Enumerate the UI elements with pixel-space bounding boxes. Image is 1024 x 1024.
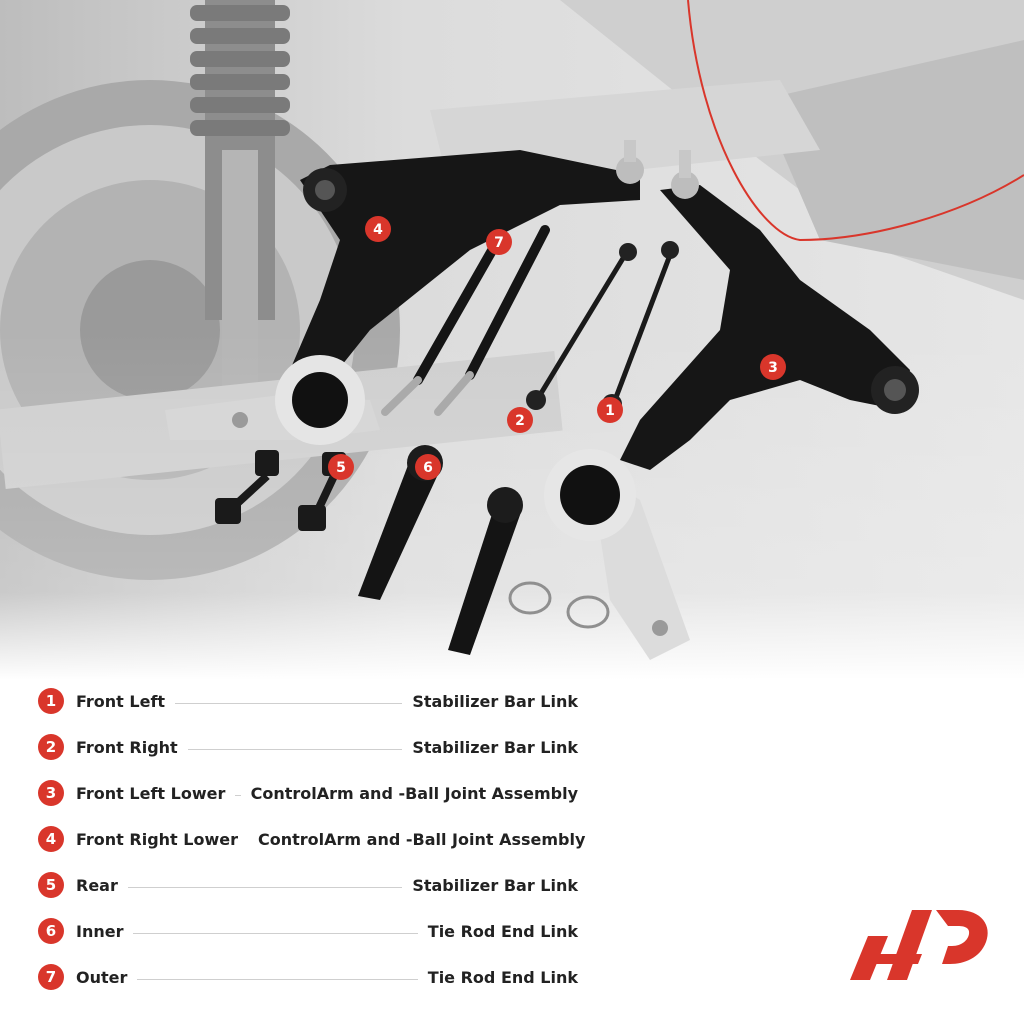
- callout-6: 6: [415, 454, 441, 480]
- legend-row-7: 7 Outer Tie Rod End Link: [38, 954, 578, 1000]
- tie-rods-outer: [413, 225, 550, 385]
- legend-part: ControlArm and -Ball Joint Assembly: [257, 829, 586, 849]
- tie-rod-threads: [381, 371, 474, 416]
- callout-number: 6: [423, 460, 433, 476]
- washers: [508, 581, 610, 629]
- callout-number: 2: [515, 413, 525, 429]
- brand-logo-icon: [850, 910, 988, 980]
- legend-row-4: 4 Front Right Lower ControlArm and -Ball…: [38, 816, 585, 862]
- legend-divider: [187, 748, 403, 750]
- legend-divider: [137, 978, 418, 980]
- legend-divider: [175, 702, 403, 704]
- legend-position: Rear: [76, 875, 118, 895]
- legend-number-badge: 1: [38, 688, 64, 714]
- control-arm-front-right-lower: [165, 140, 644, 445]
- callout-2: 2: [507, 407, 533, 433]
- callout-number: 5: [336, 460, 346, 476]
- callout-7: 7: [486, 229, 512, 255]
- legend-number-badge: 6: [38, 918, 64, 944]
- legend-divider: [133, 932, 418, 934]
- parts-legend: 1 Front Left Stabilizer Bar Link 2 Front…: [38, 678, 585, 1000]
- legend-divider: [235, 794, 241, 796]
- control-arm-front-left-lower: [544, 150, 919, 660]
- callout-4: 4: [365, 216, 391, 242]
- callout-1: 1: [597, 397, 623, 423]
- tie-rod-ends-inner: [358, 445, 523, 655]
- legend-part: Tie Rod End Link: [427, 967, 578, 987]
- legend-row-2: 2 Front Right Stabilizer Bar Link: [38, 724, 578, 770]
- callout-number: 3: [768, 360, 778, 376]
- legend-position: Front Right Lower: [76, 829, 238, 849]
- legend-part: Stabilizer Bar Link: [412, 875, 578, 895]
- legend-part: ControlArm and -Ball Joint Assembly: [250, 783, 578, 803]
- legend-position: Front Left: [76, 691, 166, 711]
- callout-number: 7: [494, 235, 504, 251]
- legend-number-badge: 2: [38, 734, 64, 760]
- legend-part: Stabilizer Bar Link: [412, 737, 578, 757]
- legend-position: Front Left Lower: [76, 783, 226, 803]
- callout-number: 1: [605, 403, 615, 419]
- product-photo: 1 2 3 4 5 6 7: [0, 0, 1024, 680]
- legend-row-6: 6 Inner Tie Rod End Link: [38, 908, 578, 954]
- legend-divider: [127, 886, 403, 888]
- legend-position: Outer: [76, 967, 128, 987]
- legend-row-3: 3 Front Left Lower ControlArm and -Ball …: [38, 770, 578, 816]
- legend-part: Tie Rod End Link: [427, 921, 578, 941]
- legend-row-1: 1 Front Left Stabilizer Bar Link: [38, 678, 578, 724]
- legend-number-badge: 5: [38, 872, 64, 898]
- callout-5: 5: [328, 454, 354, 480]
- legend-position: Inner: [76, 921, 124, 941]
- legend-row-5: 5 Rear Stabilizer Bar Link: [38, 862, 578, 908]
- legend-part: Stabilizer Bar Link: [412, 691, 578, 711]
- legend-number-badge: 4: [38, 826, 64, 852]
- legend-number-badge: 7: [38, 964, 64, 990]
- legend-number-badge: 3: [38, 780, 64, 806]
- callout-number: 4: [373, 222, 383, 238]
- callout-3: 3: [760, 354, 786, 380]
- legend-position: Front Right: [76, 737, 178, 757]
